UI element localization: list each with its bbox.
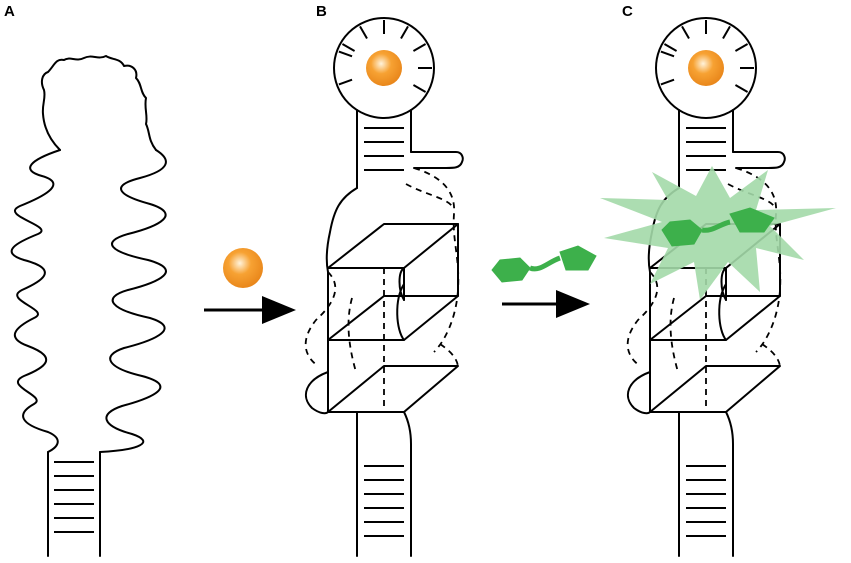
loop-tick	[338, 78, 353, 86]
panel-label-c: C	[622, 3, 633, 20]
unstructured-loop	[40, 55, 157, 151]
loop-tick	[734, 43, 749, 52]
loop-tick	[660, 50, 675, 58]
left-strand-wiggle	[10, 149, 61, 453]
bound-dye-molecule	[661, 207, 775, 247]
loop-tick	[734, 84, 749, 93]
loop-tick	[681, 25, 690, 40]
bound-metal-ion	[688, 50, 724, 86]
loop-ticks	[660, 20, 754, 93]
fluorescence-burst	[600, 166, 836, 300]
lower-stem-pairs-b	[686, 465, 726, 537]
upper-stem-pairs	[686, 127, 726, 171]
panel-b-folded-structure	[304, 17, 464, 557]
panel-a-unfolded-strand	[10, 55, 167, 557]
dye-molecule-icon	[491, 245, 597, 283]
loop-tick	[341, 43, 356, 52]
loop-ticks	[338, 20, 432, 93]
panel-label-b: B	[316, 3, 327, 20]
arrow-right-icon-2	[502, 290, 590, 318]
loop-tick	[412, 84, 427, 93]
upper-stem-pairs	[364, 127, 404, 171]
loop-tick	[412, 43, 427, 52]
lower-stem-pairs-b	[364, 465, 404, 537]
right-strand-wiggle	[99, 149, 167, 453]
stem-base-pairs-a	[54, 461, 94, 533]
bound-metal-ion	[366, 50, 402, 86]
loop-tick	[338, 50, 353, 58]
loop-tick	[359, 25, 368, 40]
loop-tick	[722, 25, 731, 40]
loop-tick	[663, 43, 678, 52]
arrow-right-icon	[204, 296, 296, 324]
panel-label-a: A	[4, 3, 15, 20]
loop-tick	[400, 25, 409, 40]
metal-ion-sphere	[223, 248, 263, 288]
loop-tick	[660, 78, 675, 86]
